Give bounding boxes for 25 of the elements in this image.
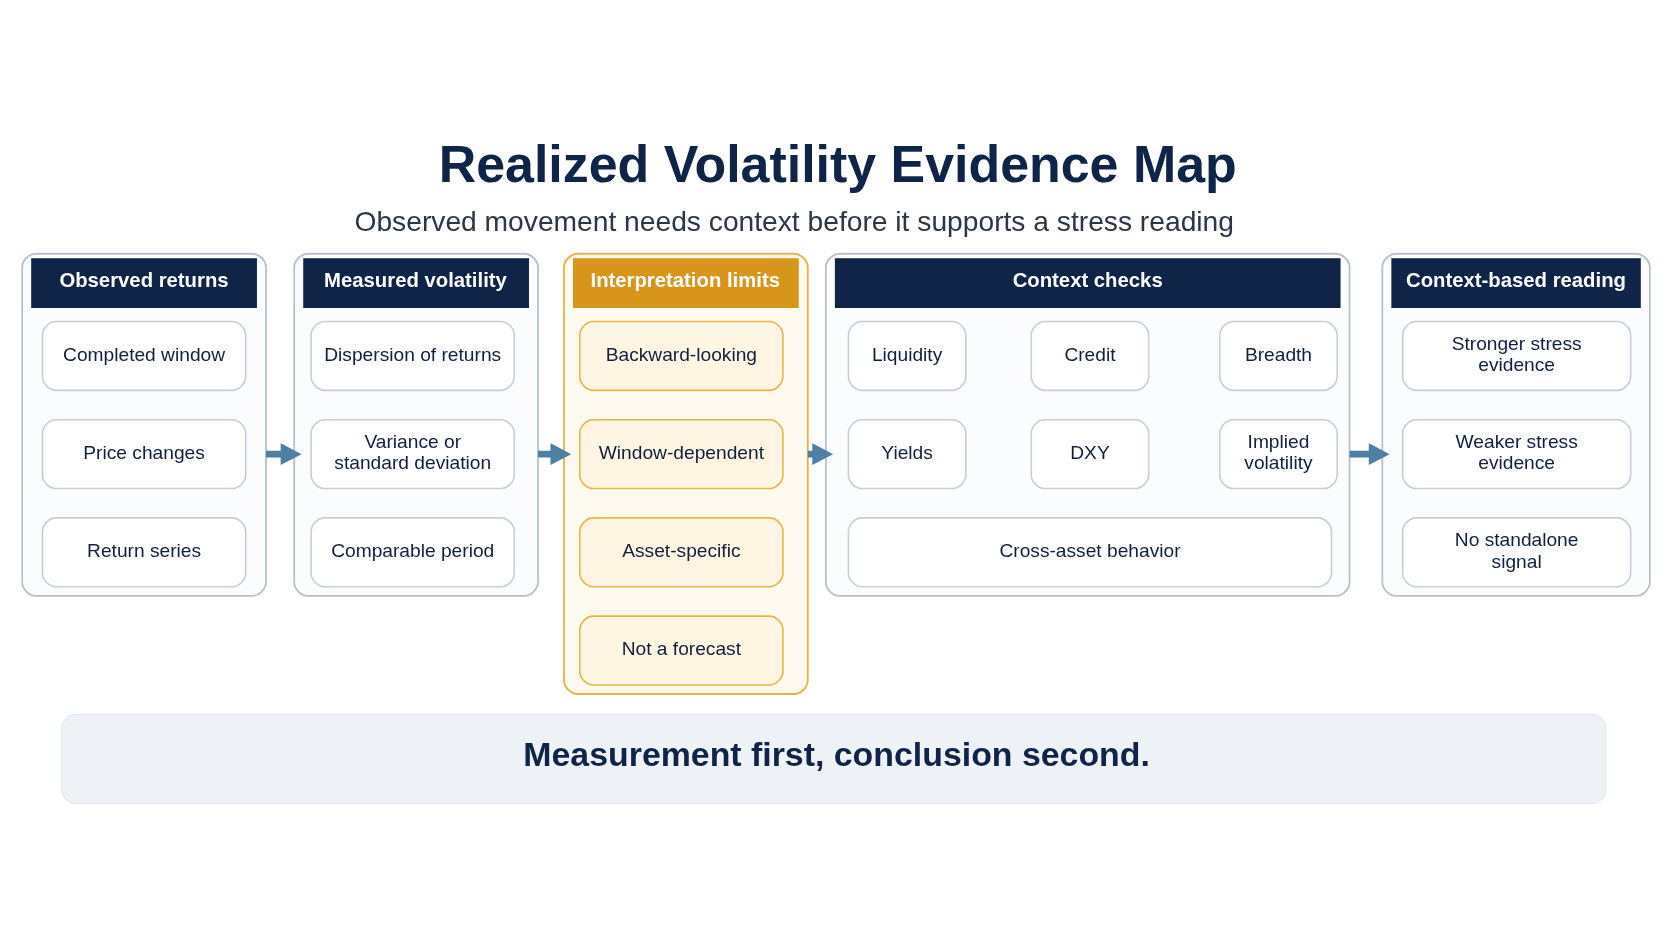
node-box: Yields — [847, 418, 967, 490]
node-box: Breadth — [1219, 320, 1338, 392]
node-box: Completed window — [41, 320, 247, 392]
node-box: Comparable period — [310, 517, 516, 588]
node-box: Cross-asset behavior — [847, 517, 1333, 588]
node-box: Variance or standard deviation — [310, 418, 516, 490]
arrow — [1349, 443, 1390, 466]
node-box: Backward-looking — [579, 320, 784, 392]
arrow — [265, 443, 302, 466]
node-box: DXY — [1030, 418, 1150, 490]
node-box: Measurement first, conclusion second. — [61, 713, 1607, 805]
node-box: Weaker stress evidence — [1401, 418, 1632, 490]
diagram-title: Realized Volatility Evidence Map — [438, 135, 1237, 194]
node-box: Asset-specific — [579, 517, 784, 588]
node-box: Liquidity — [847, 320, 967, 392]
node-box: Not a forecast — [579, 615, 784, 686]
node-box: Window-dependent — [579, 418, 784, 490]
node-box: Return series — [41, 517, 247, 588]
node-box: Implied volatility — [1219, 418, 1338, 490]
node-box: Stronger stress evidence — [1401, 320, 1632, 392]
node-box: Dispersion of returns — [310, 320, 516, 392]
node-box: Credit — [1030, 320, 1150, 392]
node-box: Price changes — [41, 418, 247, 490]
node-box: No standalone signal — [1401, 517, 1632, 588]
label: Observed movement needs context before it supports a stress reading — [354, 205, 1234, 238]
